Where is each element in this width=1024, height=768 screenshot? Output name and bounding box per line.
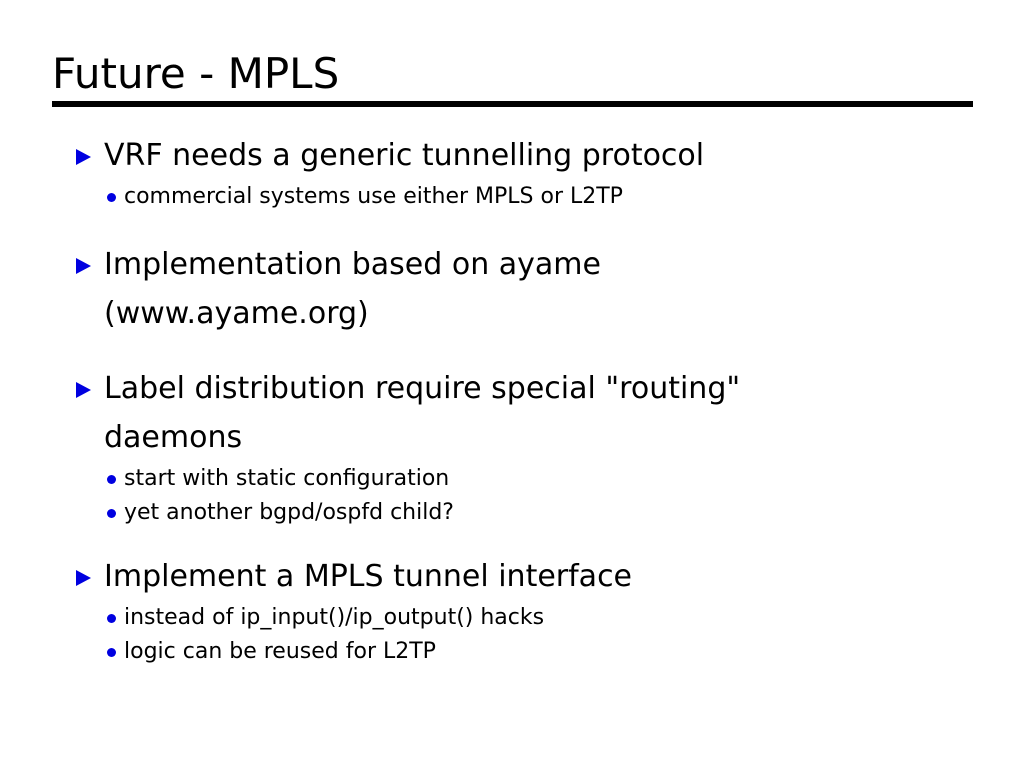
outline-group: VRF needs a generic tunnelling protocol … xyxy=(0,131,1024,214)
bullet-level1-label: VRF needs a generic tunnelling protocol xyxy=(104,138,705,173)
bullet-level1: Implement a MPLS tunnel interface xyxy=(0,552,1024,601)
bullet-level2-label: instead of ip_input()/ip_output() hacks xyxy=(124,605,545,630)
bullet-level2: instead of ip_input()/ip_output() hacks xyxy=(0,601,1024,635)
dot-icon xyxy=(107,193,116,202)
group-spacer xyxy=(0,338,1024,364)
bullet-level2: commercial systems use either MPLS or L2… xyxy=(0,180,1024,214)
page-title: Future - MPLS xyxy=(52,49,340,98)
bullet-level1-label: Implementation based on ayame (www.ayame… xyxy=(104,247,601,331)
bullet-level2-label: yet another bgpd/ospfd child? xyxy=(124,500,454,525)
outline-body: VRF needs a generic tunnelling protocol … xyxy=(0,131,1024,669)
triangle-right-icon xyxy=(76,149,91,165)
dot-icon xyxy=(107,648,116,657)
bullet-level2: start with static configuration xyxy=(0,462,1024,496)
title-divider xyxy=(52,101,973,107)
group-spacer xyxy=(0,530,1024,552)
bullet-level1: Label distribution require special "rout… xyxy=(0,364,1024,462)
bullet-level2-label: commercial systems use either MPLS or L2… xyxy=(124,184,623,209)
outline-group: Implementation based on ayame (www.ayame… xyxy=(0,240,1024,338)
triangle-right-icon xyxy=(76,382,91,398)
bullet-level1: VRF needs a generic tunnelling protocol xyxy=(0,131,1024,180)
bullet-level2: yet another bgpd/ospfd child? xyxy=(0,496,1024,530)
title-block: Future - MPLS xyxy=(52,48,974,100)
bullet-level2-label: logic can be reused for L2TP xyxy=(124,639,436,664)
triangle-right-icon xyxy=(76,258,91,274)
dot-icon xyxy=(107,614,116,623)
bullet-level1-label: Implement a MPLS tunnel interface xyxy=(104,559,633,594)
bullet-level1: Implementation based on ayame (www.ayame… xyxy=(0,240,1024,338)
outline-group: Implement a MPLS tunnel interface instea… xyxy=(0,552,1024,669)
dot-icon xyxy=(107,509,116,518)
bullet-level1-label: Label distribution require special "rout… xyxy=(104,371,741,455)
bullet-level2: logic can be reused for L2TP xyxy=(0,635,1024,669)
outline-group: Label distribution require special "rout… xyxy=(0,364,1024,530)
group-spacer xyxy=(0,214,1024,240)
bullet-level2-label: start with static configuration xyxy=(124,466,450,491)
dot-icon xyxy=(107,475,116,484)
triangle-right-icon xyxy=(76,570,91,586)
